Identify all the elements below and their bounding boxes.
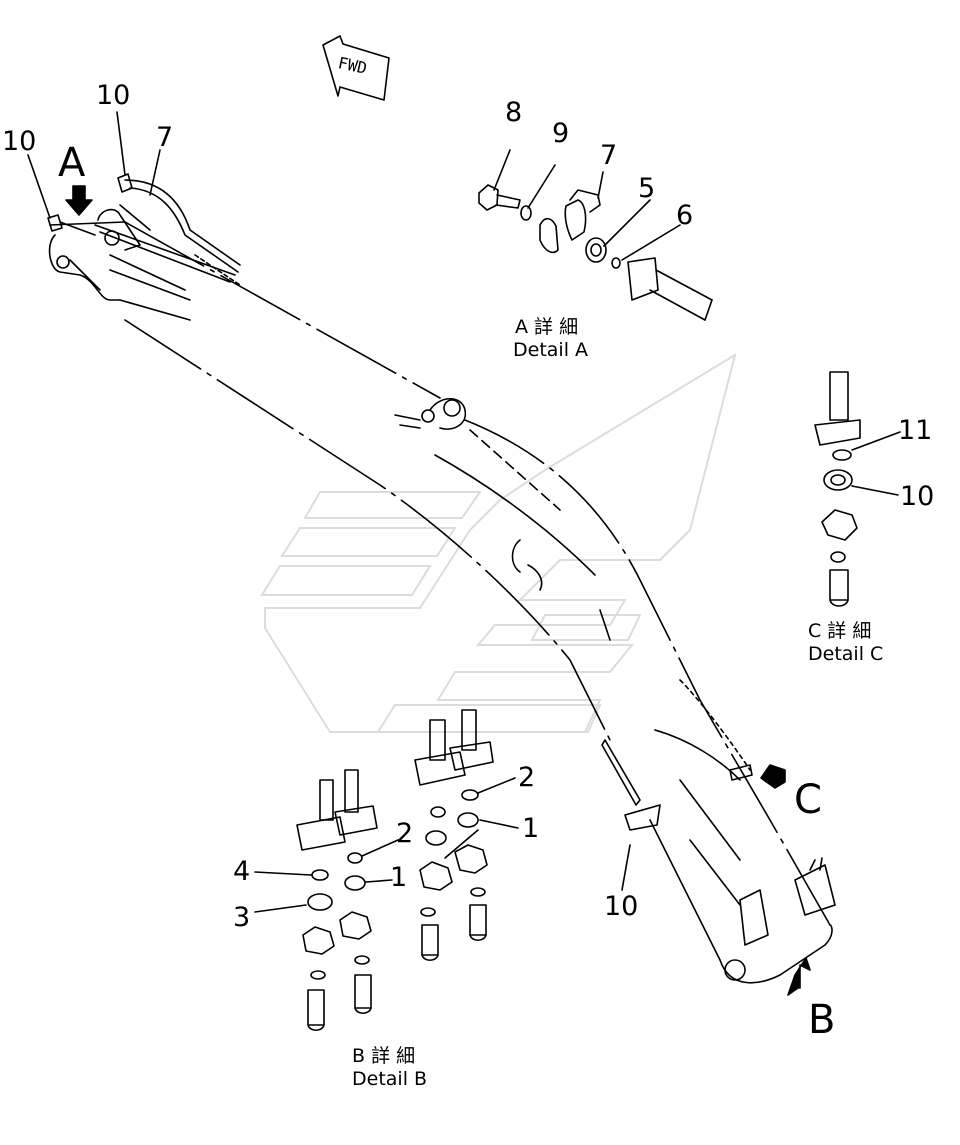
detail-b-caption-en: Detail B bbox=[352, 1068, 428, 1090]
part-number-label: 4 bbox=[233, 856, 251, 887]
detail-c-caption-en: Detail C bbox=[808, 643, 884, 665]
arrow-c-icon bbox=[760, 764, 786, 789]
detail-a-caption-jp: A 詳 細 bbox=[515, 316, 579, 338]
part-number-label: 6 bbox=[676, 200, 694, 231]
boom-lower-edge-2 bbox=[649, 819, 721, 961]
part-number-label: 10 bbox=[604, 891, 639, 922]
part-number-label: 10 bbox=[900, 481, 935, 512]
detail-marker-a: A bbox=[58, 140, 86, 186]
part-number-label: 2 bbox=[518, 762, 536, 793]
part-number-label: 2 bbox=[396, 818, 414, 849]
fwd-arrow-icon bbox=[322, 35, 390, 101]
part-number-label: 1 bbox=[522, 813, 540, 844]
detail-marker-c: C bbox=[794, 777, 822, 823]
boom-upper-edge-2 bbox=[464, 419, 831, 926]
detail-b-caption-jp: B 詳 細 bbox=[352, 1045, 416, 1067]
part-number-label: 1 bbox=[390, 862, 408, 893]
arrow-b-icon bbox=[787, 957, 811, 996]
detail-c-caption-jp: C 詳 細 bbox=[808, 620, 872, 642]
part-number-label: 5 bbox=[638, 173, 656, 204]
detail-a-caption-en: Detail A bbox=[513, 339, 589, 361]
part-number-label: 9 bbox=[552, 118, 570, 149]
part-number-label: 7 bbox=[600, 140, 618, 171]
part-number-label: 7 bbox=[156, 122, 174, 153]
boom-lower-edge bbox=[124, 319, 611, 741]
part-number-label: 11 bbox=[898, 415, 933, 446]
detail-marker-b: B bbox=[808, 997, 836, 1043]
part-number-label: 3 bbox=[233, 902, 251, 933]
part-number-label: 10 bbox=[2, 126, 37, 157]
part-number-label: 10 bbox=[96, 80, 131, 111]
boom-bottom bbox=[719, 924, 833, 984]
part-number-label: 8 bbox=[505, 97, 523, 128]
arrow-a-icon bbox=[65, 185, 93, 216]
boom-upper-edge bbox=[124, 221, 441, 399]
